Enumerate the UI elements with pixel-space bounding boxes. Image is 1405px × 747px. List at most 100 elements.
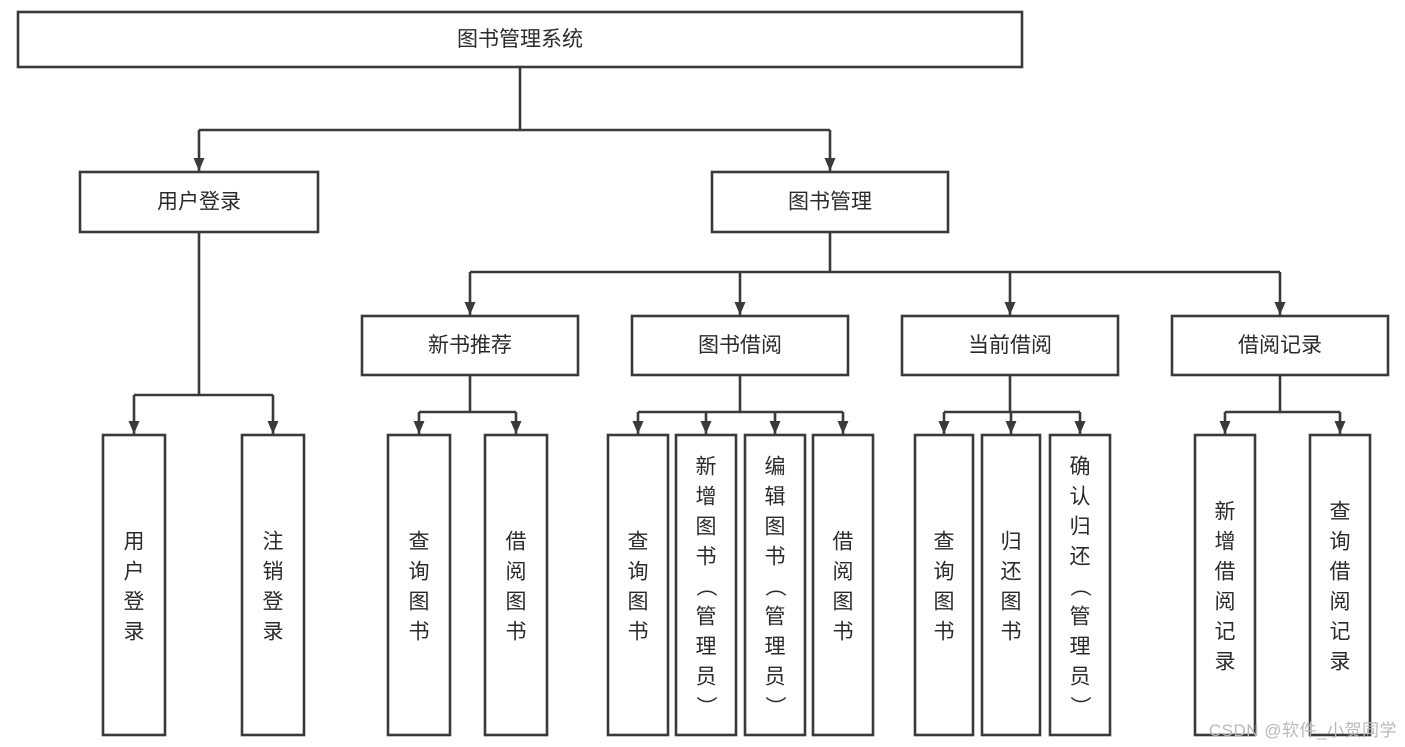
svg-text:编: 编 [765, 455, 786, 478]
svg-text:增: 增 [1215, 530, 1236, 553]
svg-text:增: 增 [696, 485, 717, 508]
level2-node-0[interactable]: 用户登录 [78, 170, 320, 234]
svg-text:查: 查 [934, 530, 955, 553]
leaf-node-5-box[interactable] [674, 433, 738, 737]
leaf-node-0[interactable]: 用户登录 [101, 433, 167, 737]
leaf-node-0-box[interactable] [101, 433, 167, 737]
svg-text:图: 图 [833, 590, 854, 613]
level2-node-0-box[interactable] [78, 170, 320, 234]
level3-node-3-box[interactable] [1170, 314, 1390, 377]
level2-node-1-box[interactable] [710, 170, 950, 234]
arrow-head-icon [464, 302, 476, 315]
leaf-node-6-box[interactable] [743, 433, 807, 737]
svg-text:图: 图 [628, 590, 649, 613]
svg-text:书: 书 [1001, 620, 1022, 643]
svg-text:记: 记 [1215, 620, 1236, 643]
leaf-node-9-box[interactable] [980, 433, 1042, 737]
svg-text:阅: 阅 [506, 560, 527, 583]
level3-node-3[interactable]: 借阅记录 [1170, 314, 1390, 377]
level3-node-1[interactable]: 图书借阅 [630, 314, 850, 377]
svg-text:确: 确 [1070, 455, 1091, 478]
leaf-node-3-box[interactable] [483, 433, 549, 737]
arrow-head-icon [267, 421, 279, 434]
arrow-head-icon [632, 421, 644, 434]
leaf-node-4-box[interactable] [606, 433, 670, 737]
svg-text:）: ） [694, 696, 717, 717]
level3-node-0-box[interactable] [360, 314, 580, 377]
svg-text:录: 录 [1215, 650, 1236, 673]
leaf-node-10-box[interactable] [1048, 433, 1112, 737]
arrow-head-icon [510, 421, 522, 434]
svg-text:销: 销 [263, 560, 284, 583]
svg-text:注: 注 [263, 530, 284, 553]
arrow-head-icon [413, 421, 425, 434]
leaf-node-1-box[interactable] [240, 433, 306, 737]
arrow-head-icon [1074, 421, 1086, 434]
svg-text:（: （ [1068, 576, 1091, 597]
arrow-head-icon [193, 158, 205, 171]
root-node-图书管理系统-box[interactable] [16, 10, 1024, 69]
svg-text:查: 查 [409, 530, 430, 553]
svg-text:员: 员 [1070, 665, 1091, 688]
level3-node-1-box[interactable] [630, 314, 850, 377]
svg-text:管: 管 [1070, 605, 1091, 628]
arrow-head-icon [837, 421, 849, 434]
level3-node-2[interactable]: 当前借阅 [900, 314, 1120, 377]
arrow-head-icon [700, 421, 712, 434]
svg-text:借: 借 [1215, 560, 1236, 583]
leaf-node-11-box[interactable] [1193, 433, 1257, 737]
svg-text:书: 书 [409, 620, 430, 643]
root-node-图书管理系统[interactable]: 图书管理系统 [16, 10, 1024, 69]
svg-text:认: 认 [1070, 485, 1091, 508]
level3-node-2-box[interactable] [900, 314, 1120, 377]
svg-text:新: 新 [1215, 500, 1236, 523]
level3-node-0[interactable]: 新书推荐 [360, 314, 580, 377]
svg-text:书: 书 [765, 545, 786, 568]
arrow-head-icon [1005, 421, 1017, 434]
svg-text:员: 员 [765, 665, 786, 688]
svg-text:阅: 阅 [1215, 590, 1236, 613]
level3-node-1-label: 图书借阅 [698, 334, 782, 357]
leaf-node-0-label: 用户登录 [124, 530, 145, 643]
svg-text:管: 管 [696, 605, 717, 628]
svg-text:理: 理 [696, 635, 717, 658]
leaf-node-7-box[interactable] [811, 433, 875, 737]
svg-text:）: ） [1068, 696, 1091, 717]
svg-text:查: 查 [628, 530, 649, 553]
arrow-head-icon [734, 302, 746, 315]
svg-text:还: 还 [1070, 545, 1091, 568]
svg-text:图: 图 [506, 590, 527, 613]
level2-node-1[interactable]: 图书管理 [710, 170, 950, 234]
level3-node-0-label: 新书推荐 [428, 334, 512, 357]
svg-text:新: 新 [696, 455, 717, 478]
leaf-node-12-box[interactable] [1308, 433, 1372, 737]
leaf-node-2-box[interactable] [386, 433, 452, 737]
svg-text:书: 书 [934, 620, 955, 643]
svg-text:理: 理 [1070, 635, 1091, 658]
svg-text:）: ） [763, 696, 786, 717]
svg-text:书: 书 [696, 545, 717, 568]
arrow-head-icon [1004, 302, 1016, 315]
svg-text:（: （ [694, 576, 717, 597]
arrow-head-icon [128, 421, 140, 434]
leaf-node-8-box[interactable] [913, 433, 975, 737]
